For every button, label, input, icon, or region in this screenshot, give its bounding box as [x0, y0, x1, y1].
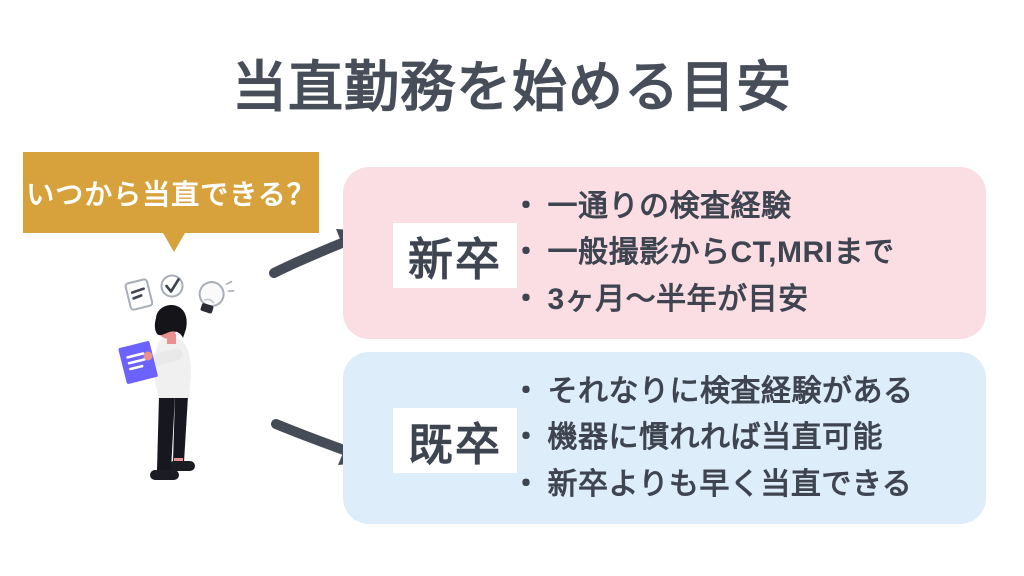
bullet-char: ・ [511, 374, 542, 408]
bullet-char: ・ [511, 421, 542, 455]
list-item-text: それなりに検査経験がある [547, 374, 914, 408]
list-item: ・ 一般撮影からCT,MRIまで [511, 237, 895, 269]
person-figure [118, 305, 195, 480]
person-back-leg [173, 396, 188, 462]
bullet-char: ・ [511, 282, 542, 316]
person-neck [167, 334, 176, 344]
bullet-char: ・ [511, 467, 542, 501]
list-item-text: 3ヶ月〜半年が目安 [547, 282, 809, 316]
bullet-char: ・ [511, 189, 542, 223]
speech-bubble: いつから当直できる？ [23, 152, 319, 252]
group-list-kisotsu: ・ それなりに検査経験がある ・ 機器に慣れれば当直可能 ・ 新卒よりも早く当直… [511, 352, 914, 524]
person-front-shoe [150, 470, 179, 480]
speech-bubble-tail [163, 233, 185, 252]
lightbulb-icon [198, 280, 235, 314]
person-hand [143, 351, 153, 361]
speech-bubble-text: いつから当直できる？ [26, 178, 316, 210]
person-reading-illustration [118, 274, 235, 480]
list-item-text: 一般撮影からCT,MRIまで [547, 236, 895, 270]
person-front-leg [157, 396, 175, 470]
list-item-text: 機器に慣れれば当直可能 [547, 421, 883, 455]
person-back-shoe [169, 461, 195, 471]
group-card-kisotsu: 既卒 ・ それなりに検査経験がある ・ 機器に慣れれば当直可能 ・ 新卒よりも早… [343, 352, 986, 524]
check-circle-icon [160, 274, 184, 298]
list-item: ・ 3ヶ月〜半年が目安 [511, 284, 895, 316]
reading-book [118, 341, 158, 384]
person-hair [154, 305, 187, 338]
group-label-shinsotsu: 新卒 [393, 223, 517, 288]
list-item-text: 新卒よりも早く当直できる [547, 467, 913, 501]
list-item: ・ それなりに検査経験がある [511, 376, 914, 408]
list-item: ・ 新卒よりも早く当直できる [511, 469, 914, 501]
list-item: ・ 機器に慣れれば当直可能 [511, 422, 914, 454]
person-torso [154, 336, 191, 398]
group-list-shinsotsu: ・ 一通りの検査経験 ・ 一般撮影からCT,MRIまで ・ 3ヶ月〜半年が目安 [511, 167, 895, 339]
note-icon [124, 278, 154, 311]
person-arm [145, 348, 183, 368]
group-card-shinsotsu: 新卒 ・ 一通りの検査経験 ・ 一般撮影からCT,MRIまで ・ 3ヶ月〜半年が… [343, 167, 986, 339]
page-title: 当直勤務を始める目安 [231, 56, 792, 118]
bullet-char: ・ [511, 236, 542, 270]
list-item: ・ 一通りの検査経験 [511, 191, 895, 223]
group-label-kisotsu: 既卒 [393, 408, 517, 473]
list-item-text: 一通りの検査経験 [547, 189, 792, 223]
